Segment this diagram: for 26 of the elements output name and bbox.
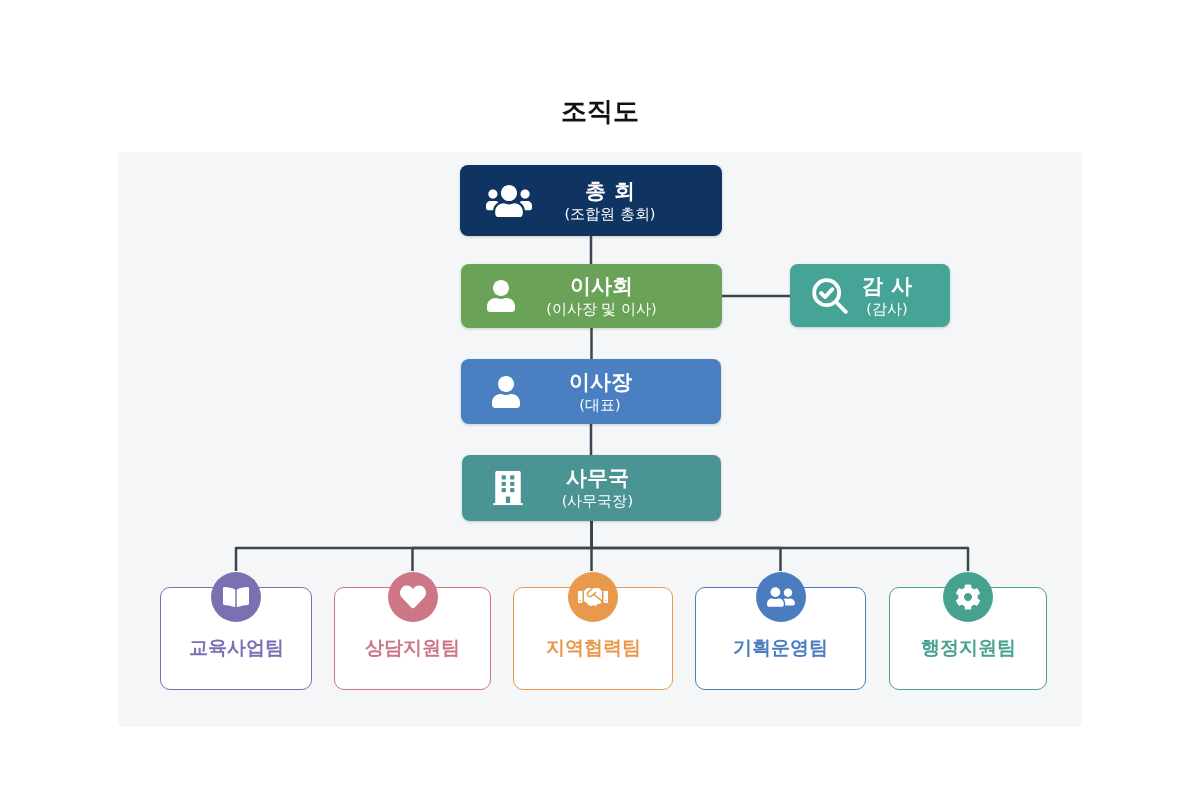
team-name: 기획운영팀 xyxy=(733,634,828,660)
unit-title: 감 사 xyxy=(862,272,912,299)
connector-line xyxy=(590,328,593,359)
team-name: 상담지원팀 xyxy=(365,634,460,660)
connector-line xyxy=(722,294,790,298)
team-name: 지역협력팀 xyxy=(545,634,641,660)
unit-subtitle: (대표) xyxy=(579,395,621,415)
chart-title: 조직도 xyxy=(560,95,640,128)
unit-subtitle: (감사) xyxy=(866,299,908,319)
connector-line xyxy=(589,424,593,455)
unit-box xyxy=(462,455,721,521)
unit-title: 이사장 xyxy=(568,368,632,395)
team-name: 행정지원팀 xyxy=(920,634,1016,660)
team-name: 교육사업팀 xyxy=(188,634,284,660)
unit-title: 총 회 xyxy=(585,177,635,204)
connector-line xyxy=(590,521,970,571)
unit-title: 이사회 xyxy=(570,273,633,299)
connector-line xyxy=(589,236,593,264)
unit-title: 사무국 xyxy=(566,465,629,491)
unit-subtitle: (사무국장) xyxy=(561,492,634,511)
unit-subtitle: (이사장 및 이사) xyxy=(546,300,657,319)
unit-box xyxy=(461,264,722,328)
unit-box xyxy=(460,165,722,236)
unit-box xyxy=(790,264,950,327)
unit-subtitle: (조합원 총회) xyxy=(564,204,656,224)
unit-box xyxy=(461,359,721,424)
